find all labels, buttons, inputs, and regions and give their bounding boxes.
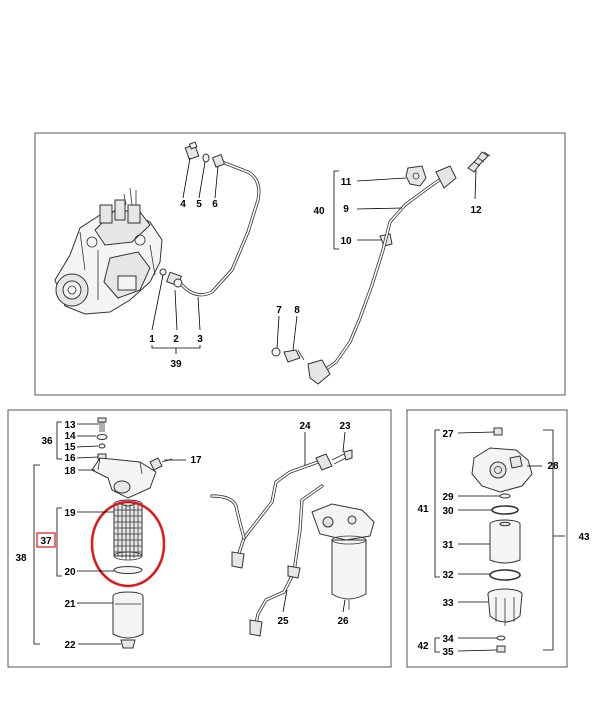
filter-leaders — [33, 421, 346, 645]
screw-17 — [149, 457, 173, 471]
banjo-bolt-12 — [467, 151, 491, 173]
pipe-3 — [180, 160, 261, 297]
label-25: 25 — [277, 616, 289, 627]
label-43: 43 — [578, 532, 590, 543]
label-1: 1 — [149, 334, 155, 345]
bowl-33 — [487, 588, 523, 626]
bowl-21 — [112, 591, 144, 639]
pipe-24 — [210, 460, 320, 569]
label-31: 31 — [442, 540, 454, 551]
highlight-filter-element — [90, 500, 166, 588]
drain-35 — [496, 645, 506, 653]
label-2: 2 — [173, 334, 179, 345]
seal-32 — [489, 569, 521, 581]
label-17: 17 — [190, 455, 202, 466]
label-5: 5 — [196, 199, 202, 210]
label-8: 8 — [294, 305, 300, 316]
label-37: 37 — [40, 536, 52, 547]
label-26: 26 — [337, 616, 349, 627]
o-ring-20 — [113, 566, 143, 574]
label-35: 35 — [442, 647, 454, 658]
label-16: 16 — [64, 453, 76, 464]
washer-14 — [96, 434, 108, 440]
fitting-23 — [315, 449, 353, 471]
label-29: 29 — [442, 492, 454, 503]
label-33: 33 — [442, 598, 454, 609]
label-32: 32 — [442, 570, 454, 581]
label-41: 41 — [417, 504, 429, 515]
drain-plug-22 — [120, 639, 136, 649]
label-42: 42 — [417, 641, 429, 652]
label-9: 9 — [343, 204, 349, 215]
fitting-7-8 — [271, 347, 305, 363]
filter-assembly-26 — [311, 503, 375, 610]
label-6: 6 — [212, 199, 218, 210]
label-38: 38 — [15, 553, 27, 564]
label-24: 24 — [299, 421, 311, 432]
label-3: 3 — [197, 334, 203, 345]
label-10: 10 — [340, 236, 352, 247]
label-19: 19 — [64, 508, 76, 519]
highlight-box-37 — [36, 532, 56, 548]
label-36: 36 — [41, 436, 53, 447]
injection-pump — [54, 187, 163, 315]
label-27: 27 — [442, 429, 454, 440]
label-18: 18 — [64, 466, 76, 477]
fittings-4-5-6 — [184, 141, 226, 168]
bracket-18 — [91, 457, 157, 499]
label-4: 4 — [180, 199, 186, 210]
seal-30 — [491, 505, 519, 515]
washer-15 — [98, 443, 106, 449]
label-21: 21 — [64, 599, 76, 610]
label-22: 22 — [64, 640, 76, 651]
label-15: 15 — [64, 442, 76, 453]
top-leaders — [151, 157, 477, 354]
callout-labels: 4 5 6 1 2 3 39 7 8 11 40 9 10 12 13 36 1… — [15, 177, 590, 658]
label-11: 11 — [341, 177, 352, 188]
filter-31 — [489, 519, 521, 564]
label-23: 23 — [339, 421, 351, 432]
fitting-1-2 — [159, 268, 183, 288]
bolt-13 — [97, 417, 107, 432]
panel-fuel-filter — [7, 409, 392, 668]
label-20: 20 — [64, 567, 76, 578]
filter-element-19 — [113, 499, 143, 561]
label-39: 39 — [170, 359, 182, 370]
o-ring-29 — [499, 493, 511, 499]
washer-34 — [496, 635, 506, 641]
panel-filter-head — [406, 409, 568, 668]
head-leaders — [434, 429, 565, 653]
label-28: 28 — [547, 461, 559, 472]
label-30: 30 — [442, 506, 454, 517]
label-13: 13 — [64, 420, 76, 431]
label-40: 40 — [313, 206, 325, 217]
label-12: 12 — [470, 205, 482, 216]
panel-injection-pump — [34, 132, 566, 396]
label-14: 14 — [64, 431, 76, 442]
clip-11 — [405, 165, 427, 187]
label-34: 34 — [442, 634, 454, 645]
pipe-9 — [307, 165, 457, 385]
filter-head-28 — [471, 447, 533, 493]
pipe-25 — [249, 484, 324, 637]
label-7: 7 — [276, 305, 282, 316]
plug-27 — [493, 427, 503, 436]
